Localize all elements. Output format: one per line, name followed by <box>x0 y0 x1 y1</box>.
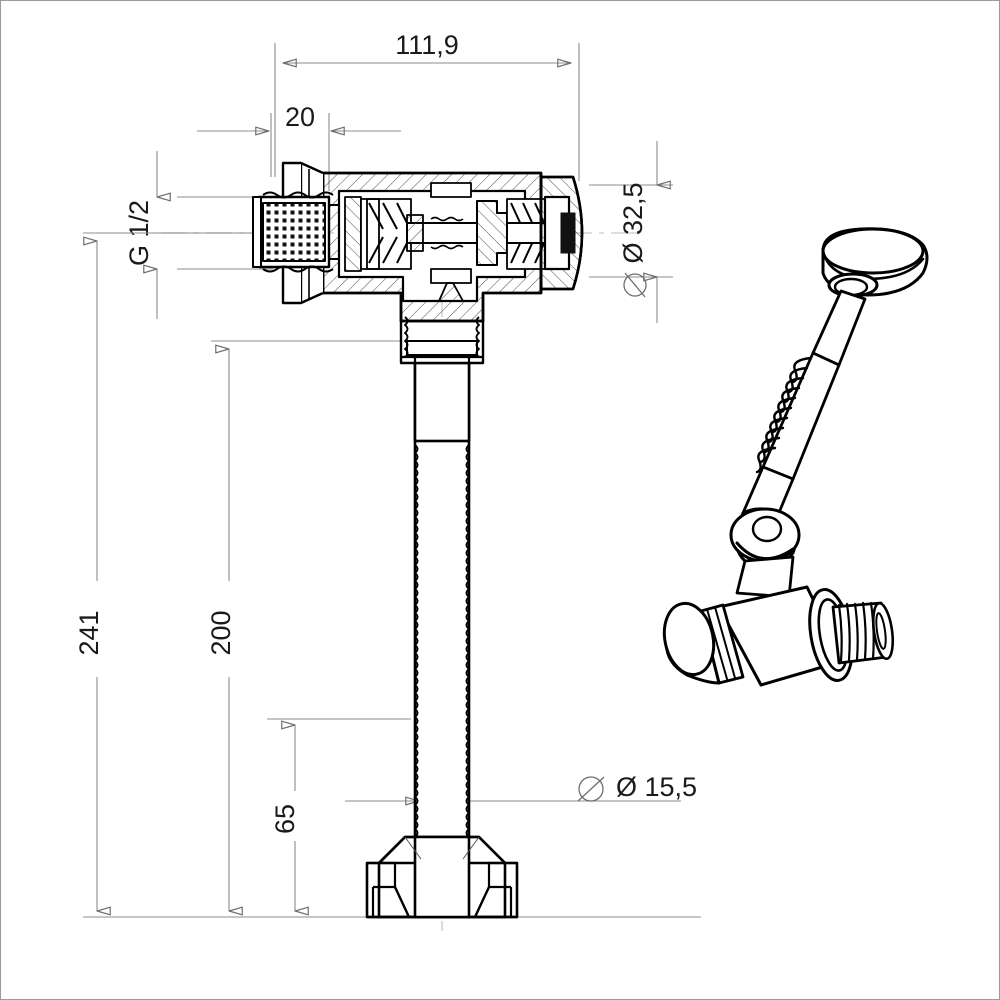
upper-rod <box>811 289 867 367</box>
dimension-thread-spec: G 1/2 <box>124 151 273 319</box>
diameter-icon <box>623 273 647 297</box>
pipe-diameter-icon <box>578 776 604 802</box>
elbow-joint <box>729 507 801 599</box>
right-coil-spring <box>510 202 560 264</box>
push-button-assembly-iso-view <box>662 227 929 687</box>
dimension-label-pipe-height: 200 <box>206 610 236 655</box>
base-flange <box>365 835 519 919</box>
cap-diameter-symbol-group: Ø 32,5 <box>618 182 648 298</box>
shaft-knurl <box>430 216 464 250</box>
pipe-diameter-icon-slash <box>577 776 605 802</box>
pipe-thread-ticks <box>414 444 470 854</box>
dimension-overall-width: 111,9 <box>274 30 580 181</box>
valve-cross-section-view <box>252 161 584 919</box>
dimension-pipe-diameter: Ø 15,5 <box>345 772 697 802</box>
dimension-label-lower-height: 65 <box>270 804 300 834</box>
left-coil-spring <box>368 202 408 264</box>
dimension-label-inlet-length: 20 <box>285 102 315 132</box>
dimension-lower-height: 65 <box>267 718 411 911</box>
dimension-pipe-height: 200 <box>206 340 411 911</box>
dimension-inlet-length: 20 <box>197 102 401 191</box>
dimension-label-cap-diameter-value: Ø 32,5 <box>618 182 648 263</box>
dimension-label-pipe-diameter: Ø 15,5 <box>616 772 697 802</box>
flexible-hose <box>741 351 841 529</box>
push-button-head <box>821 227 929 298</box>
inlet-strainer-mesh <box>252 191 339 273</box>
threaded-vertical-pipe <box>413 361 471 865</box>
collar-grooves <box>706 606 736 680</box>
dimension-label-total-height: 241 <box>74 610 104 655</box>
dimension-cap-diameter: Ø 32,5 <box>589 141 673 323</box>
neck-coupling <box>399 316 485 365</box>
dimension-total-height: 241 <box>74 232 701 918</box>
diameter-icon-slash <box>624 272 646 298</box>
hose-corrugations <box>755 356 813 474</box>
end-cap <box>539 175 584 291</box>
dimension-label-overall-width: 111,9 <box>395 30 459 60</box>
threaded-connector <box>808 588 895 682</box>
